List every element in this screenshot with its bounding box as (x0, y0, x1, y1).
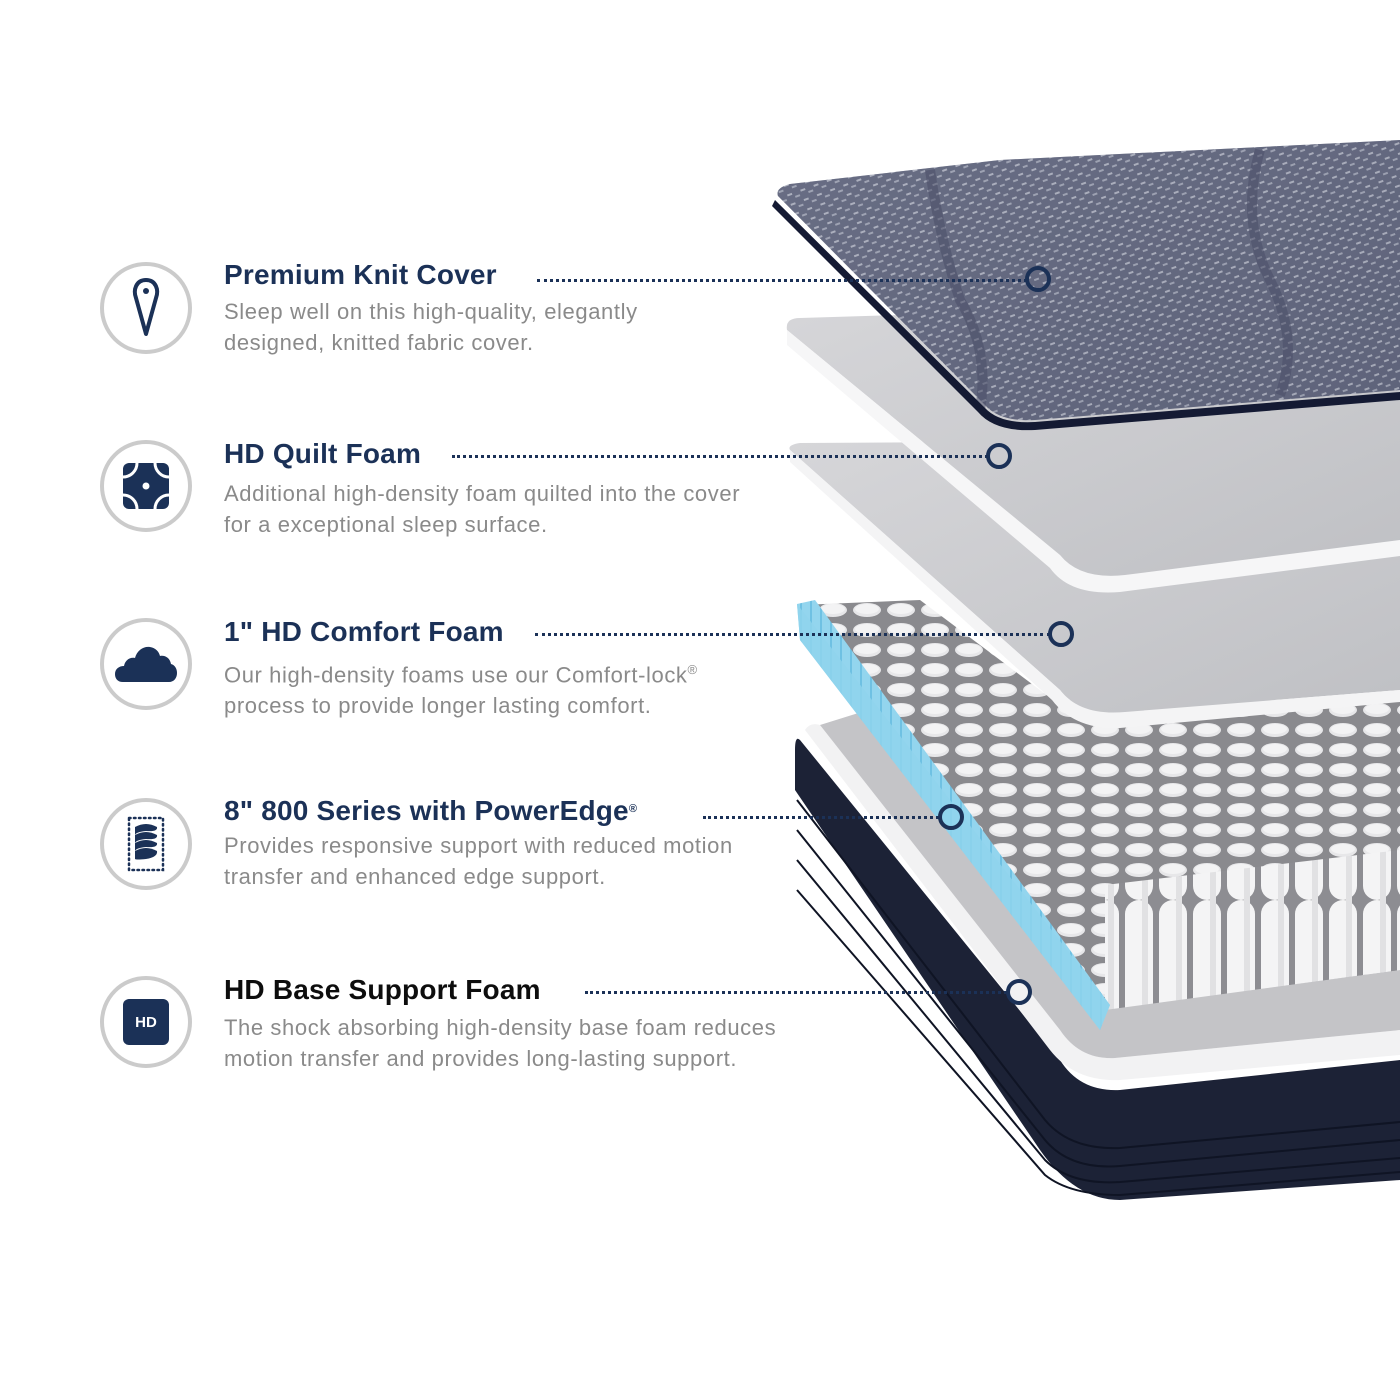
feature-description: The shock absorbing high-density base fo… (224, 1012, 924, 1074)
coil-spring-icon (127, 816, 165, 872)
feature-description: Additional high-density foam quilted int… (224, 478, 924, 540)
cloud-icon (115, 646, 177, 682)
description-line: The shock absorbing high-density base fo… (224, 1015, 777, 1040)
feature-title: Premium Knit Cover (224, 259, 497, 290)
description-text: Our high-density foams use our Comfort-l… (224, 662, 688, 688)
feature-quilt-foam: HD Quilt Foam Additional high-density fo… (100, 438, 900, 550)
description-line: Provides responsive support with reduced… (224, 833, 733, 858)
feature-description: Provides responsive support with reduced… (224, 830, 924, 892)
icon-ring (100, 798, 192, 890)
description-line: motion transfer and provides long-lastin… (224, 1046, 738, 1071)
leader-line-cover (537, 279, 1027, 282)
feature-title-text: 8" 800 Series with PowerEdge (224, 795, 629, 826)
icon-ring (100, 262, 192, 354)
feature-title: HD Quilt Foam (224, 438, 422, 469)
needle-icon (132, 278, 160, 336)
icon-ring: HD (100, 976, 192, 1068)
feature-description: Our high-density foams use our Comfort-l… (224, 654, 924, 721)
description-line: Sleep well on this high-quality, elegant… (224, 299, 638, 324)
marker-cover[interactable] (1025, 266, 1051, 292)
leader-line-base (585, 991, 1007, 994)
leader-line-coils (703, 816, 939, 819)
marker-quilt-foam[interactable] (986, 443, 1012, 469)
feature-comfort-foam: 1" HD Comfort Foam Our high-density foam… (100, 616, 900, 728)
leader-line-quilt (452, 455, 988, 458)
description-line: Additional high-density foam quilted int… (224, 481, 741, 506)
marker-base-foam[interactable] (1006, 979, 1032, 1005)
registered-mark: ® (687, 662, 698, 677)
feature-base-foam: HD HD Base Support Foam The shock absorb… (100, 974, 900, 1086)
icon-ring (100, 618, 192, 710)
feature-title: 8" 800 Series with PowerEdge® (224, 794, 637, 828)
feature-description: Sleep well on this high-quality, elegant… (224, 296, 924, 358)
feature-coil-unit: 8" 800 Series with PowerEdge® Provides r… (100, 795, 900, 908)
feature-title: HD Base Support Foam (224, 974, 541, 1005)
feature-knit-cover: Premium Knit Cover Sleep well on this hi… (100, 259, 900, 372)
marker-coil-unit[interactable] (938, 804, 964, 830)
hd-badge-text: HD (135, 1013, 157, 1031)
description-line: for a exceptional sleep surface. (224, 512, 548, 537)
registered-mark: ® (628, 803, 638, 815)
feature-title: 1" HD Comfort Foam (224, 616, 504, 647)
leader-line-comfort (535, 633, 1050, 636)
description-line: Our high-density foams use our Comfort-l… (224, 654, 924, 690)
icon-ring (100, 440, 192, 532)
hd-badge-icon: HD (123, 999, 169, 1045)
quilt-pattern-icon (123, 463, 169, 509)
description-line: transfer and enhanced edge support. (224, 864, 606, 889)
marker-comfort-foam[interactable] (1048, 621, 1074, 647)
description-line: process to provide longer lasting comfor… (224, 693, 652, 719)
description-line: designed, knitted fabric cover. (224, 330, 534, 355)
